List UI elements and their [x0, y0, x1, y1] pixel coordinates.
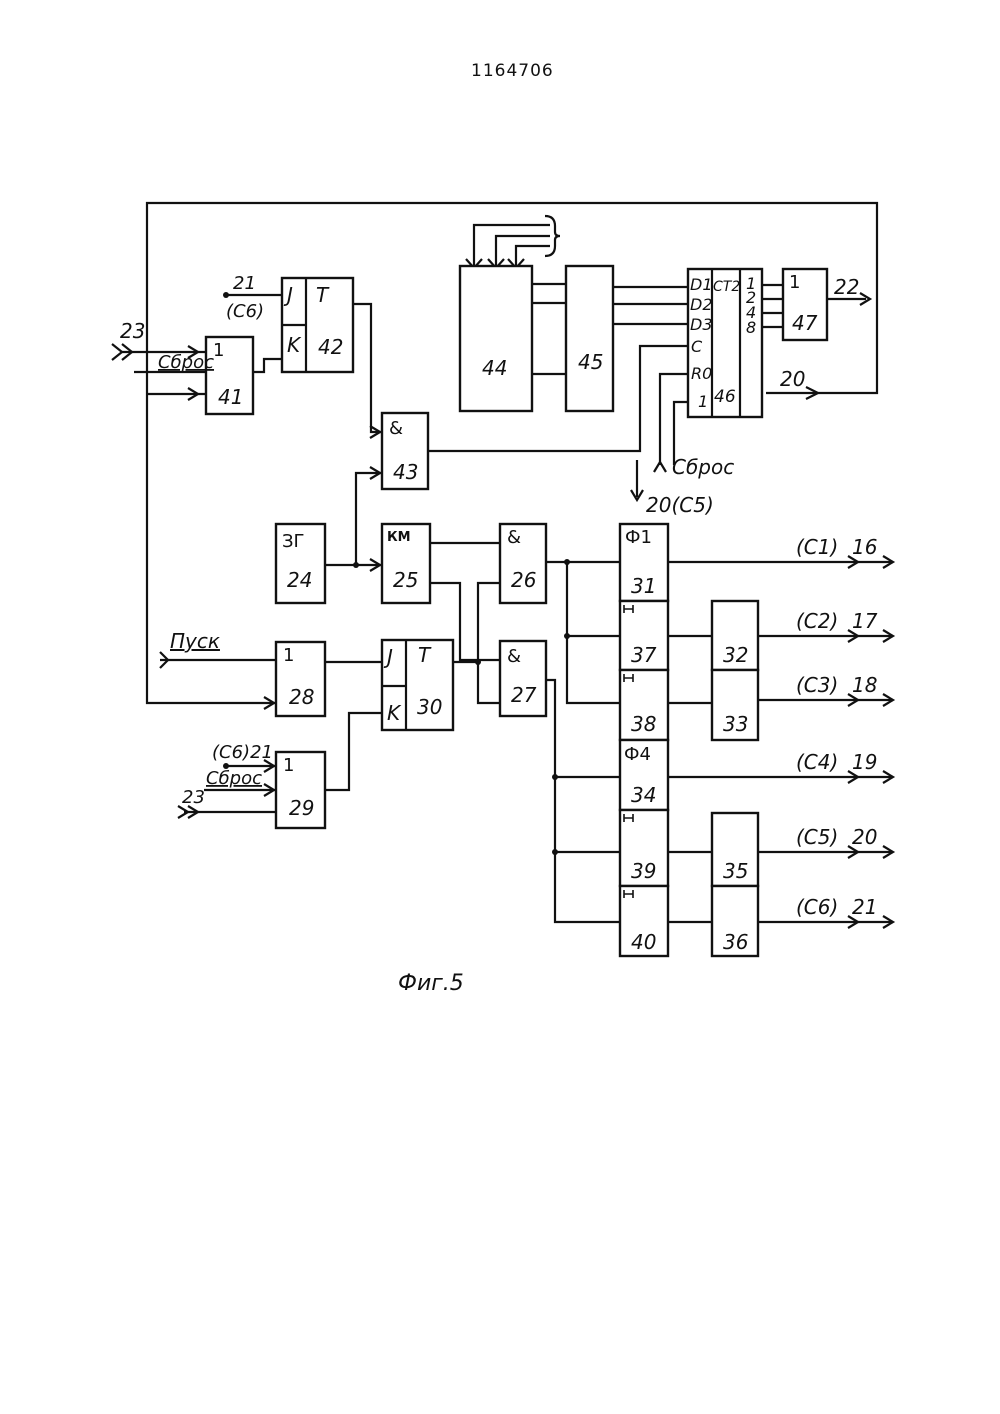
block-32: 32 — [712, 601, 758, 670]
label-20-out: 20 — [852, 825, 877, 849]
block-46-num: 46 — [714, 387, 736, 407]
label-c5: (С5) — [796, 825, 838, 849]
label-23-top: 23 — [120, 319, 145, 343]
block-40: 40 — [620, 886, 668, 956]
block-26-type: & — [507, 527, 521, 548]
block-47-type: 1 — [789, 272, 800, 293]
block-43: & 43 — [382, 413, 428, 489]
block-28: 1 28 — [276, 642, 325, 716]
block-46-type: CT2 — [713, 279, 740, 295]
block-31-num: 31 — [631, 574, 656, 598]
block-29: 1 29 — [276, 752, 325, 828]
label-c4: (С4) — [796, 750, 838, 774]
block-26-num: 26 — [511, 568, 536, 592]
block-37-num: 37 — [631, 643, 657, 667]
label-19: 19 — [852, 750, 877, 774]
block-29-num: 29 — [289, 796, 314, 820]
block-46-one: 1 — [698, 392, 708, 411]
block-30: J K T 30 — [382, 640, 453, 730]
block-24-num: 24 — [287, 568, 312, 592]
block-41-type: 1 — [213, 340, 224, 361]
block-29-type: 1 — [283, 755, 294, 776]
block-46: D1 D2 D3 C R0 1 CT2 1 2 4 8 46 — [688, 269, 762, 417]
block-37: 37 — [620, 601, 668, 670]
label-c2: (С2) — [796, 609, 838, 633]
block-24-type: ЗГ — [282, 531, 305, 552]
block-36-num: 36 — [723, 930, 748, 954]
block-26: & 26 — [500, 524, 546, 603]
label-20-c5: 20(С5) — [646, 493, 714, 517]
block-46-d1: D1 — [690, 275, 713, 294]
block-43-type: & — [389, 418, 403, 439]
block-32-num: 32 — [723, 643, 748, 667]
block-43-num: 43 — [393, 460, 418, 484]
figure-caption: Фиг.5 — [398, 971, 464, 996]
label-sbros-29: Сброс — [206, 768, 262, 789]
block-24: ЗГ 24 — [276, 524, 325, 603]
block-30-k: K — [387, 701, 402, 725]
block-35-num: 35 — [723, 859, 748, 883]
block-34: Ф4 34 — [620, 740, 668, 810]
label-21-top: 21 — [233, 273, 256, 294]
block-25: КМ 25 — [382, 524, 430, 603]
block-44: 44 — [460, 266, 532, 411]
label-22: 22 — [834, 275, 859, 299]
label-c6: (С6) — [796, 895, 838, 919]
block-46-c: C — [691, 337, 703, 356]
label-c6-top: (С6) — [226, 301, 264, 322]
label-c6-21: (С6)21 — [212, 742, 273, 763]
label-pusk: Пуск — [170, 629, 220, 653]
label-c3: (С3) — [796, 673, 838, 697]
block-36: 36 — [712, 886, 758, 956]
label-sbros-41: Сброс — [158, 352, 214, 373]
block-42-k: K — [287, 333, 302, 357]
block-28-num: 28 — [289, 685, 314, 709]
block-35: 35 — [712, 813, 758, 886]
label-sbros-46: Сброс — [672, 455, 734, 479]
block-46-r0: R0 — [691, 364, 712, 383]
label-16: 16 — [852, 535, 877, 559]
block-47-num: 47 — [792, 311, 818, 335]
block-27-type: & — [507, 646, 521, 667]
block-47: 1 47 — [783, 269, 827, 340]
block-38: 38 — [620, 670, 668, 740]
block-45-num: 45 — [578, 350, 603, 374]
label-c1: (С1) — [796, 535, 838, 559]
block-34-num: 34 — [631, 783, 656, 807]
block-25-num: 25 — [393, 568, 418, 592]
block-34-type: Ф4 — [624, 744, 651, 765]
block-42-type: T — [316, 283, 330, 307]
block-33-num: 33 — [723, 712, 748, 736]
block-27: & 27 — [500, 641, 546, 716]
block-46-d3: D3 — [690, 315, 713, 334]
block-42: J K T 42 — [282, 278, 353, 372]
block-25-type: КМ — [387, 530, 411, 545]
block-40-num: 40 — [631, 930, 656, 954]
block-44-num: 44 — [482, 356, 507, 380]
block-27-num: 27 — [511, 683, 537, 707]
page-number: 1164706 — [471, 61, 554, 81]
block-30-num: 30 — [417, 695, 442, 719]
block-33: 33 — [712, 670, 758, 740]
block-31: Ф1 31 — [620, 524, 668, 601]
block-28-type: 1 — [283, 645, 294, 666]
block-46-o8: 8 — [746, 318, 756, 337]
block-31-type: Ф1 — [625, 527, 652, 548]
block-45: 45 — [566, 266, 613, 411]
block-42-num: 42 — [318, 335, 343, 359]
label-21-out: 21 — [852, 895, 877, 919]
block-30-type: T — [418, 643, 432, 667]
label-17: 17 — [852, 609, 878, 633]
label-23-bottom: 23 — [182, 787, 205, 808]
block-41-num: 41 — [218, 385, 243, 409]
block-46-d2: D2 — [690, 295, 713, 314]
block-41: 1 41 — [206, 337, 253, 414]
label-20-top: 20 — [780, 367, 805, 391]
block-39-num: 39 — [631, 859, 656, 883]
label-18: 18 — [852, 673, 877, 697]
block-39: 39 — [620, 810, 668, 886]
block-38-num: 38 — [631, 712, 656, 736]
